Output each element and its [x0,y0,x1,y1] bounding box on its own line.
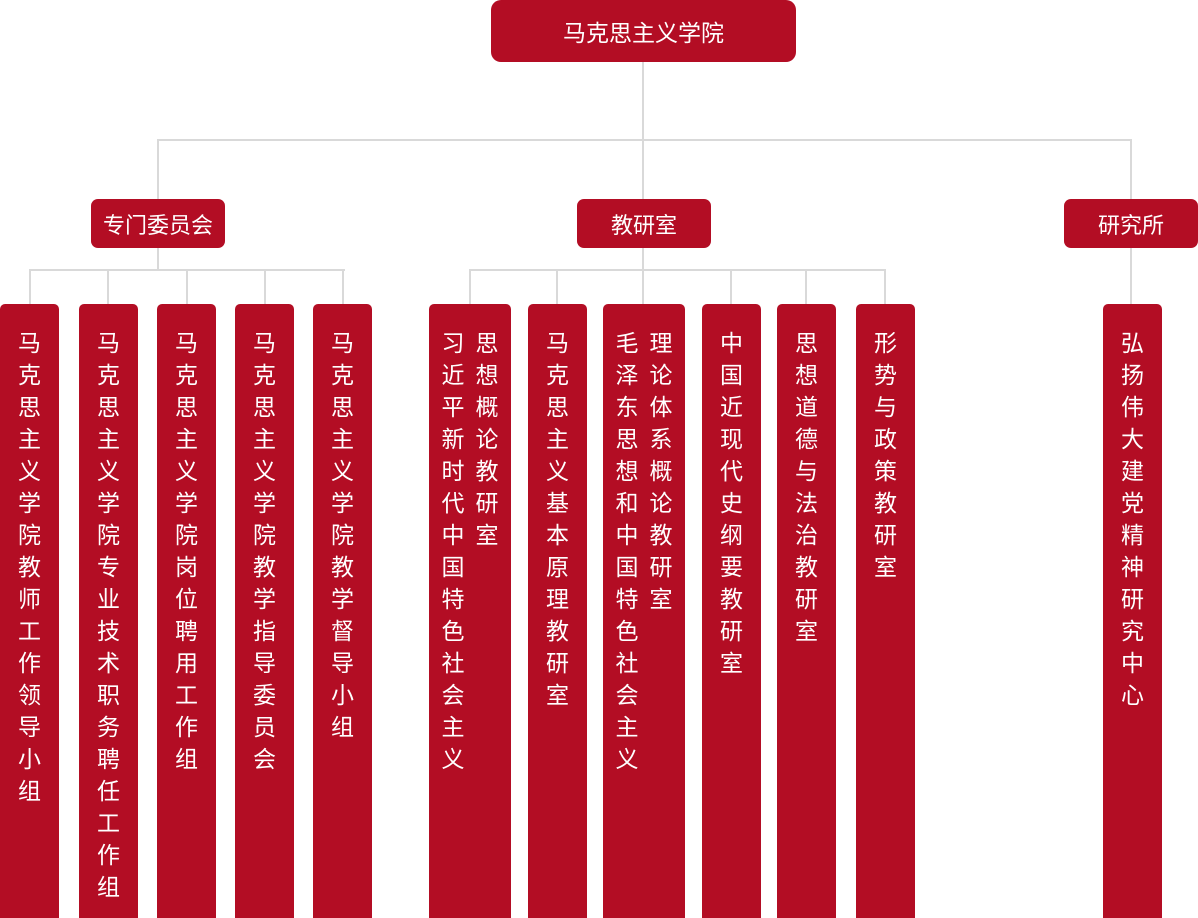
item-text-column: 马克思主义学院专业技术职务聘任工作组 [97,331,120,901]
connector-item-2-2 [556,269,558,304]
item-node: 马克思主义学院专业技术职务聘任工作组 [79,304,138,918]
group-node-institutes: 研究所 [1064,199,1198,248]
connector-level1-bar [157,139,1132,141]
root-label: 马克思主义学院 [563,21,724,47]
connector-item-2-3 [642,269,644,304]
item-text-column: 中国近现代史纲要教研室 [720,331,743,677]
item-text-column: 毛泽东思想和中国特色社会主义 [615,331,639,773]
group-node-committees: 专门委员会 [91,199,225,248]
connector-item-2-6 [884,269,886,304]
connector-group-2-down [642,248,644,270]
group-node-teaching-sections: 教研室 [577,199,711,248]
item-text-column: 思想道德与法治教研室 [795,331,818,645]
connector-item-2-1 [469,269,471,304]
item-node: 理论体系概论教研室 毛泽东思想和中国特色社会主义 [603,304,685,918]
item-text-column: 马克思主义学院教师工作领导小组 [18,331,41,805]
item-text-column: 马克思主义基本原理教研室 [546,331,569,709]
item-node: 弘扬伟大建党精神研究中心 [1103,304,1162,918]
item-text-column: 马克思主义学院教学督导小组 [331,331,354,741]
item-text-column: 理论体系概论教研室 [649,331,673,613]
connector-to-group-1 [157,139,159,199]
connector-group-3-down [1130,248,1132,304]
item-node: 思想概论教研室 习近平新时代中国特色社会主义 [429,304,511,918]
connector-group-2-bar [469,269,886,271]
item-text-column: 形势与政策教研室 [874,331,897,581]
connector-item-1-1 [29,269,31,304]
group-label: 研究所 [1097,213,1164,239]
connector-item-1-3 [186,269,188,304]
item-node: 马克思主义基本原理教研室 [528,304,587,918]
item-text-column: 马克思主义学院岗位聘用工作组 [175,331,198,773]
connector-group-1-down [157,248,159,270]
root-node: 马克思主义学院 [491,0,796,62]
item-node: 形势与政策教研室 [856,304,915,918]
item-text-column: 马克思主义学院教学指导委员会 [253,331,276,773]
connector-item-1-4 [264,269,266,304]
item-node: 马克思主义学院岗位聘用工作组 [157,304,216,918]
item-node: 马克思主义学院教师工作领导小组 [0,304,59,918]
group-label: 教研室 [610,213,677,239]
item-text-column: 弘扬伟大建党精神研究中心 [1121,331,1144,709]
connector-item-2-5 [805,269,807,304]
item-text-column: 思想概论教研室 [475,331,499,549]
connector-item-1-5 [342,269,344,304]
connector-item-1-2 [107,269,109,304]
item-node: 马克思主义学院教学督导小组 [313,304,372,918]
group-label: 专门委员会 [102,213,213,239]
connector-root-down [642,62,644,140]
item-node: 思想道德与法治教研室 [777,304,836,918]
item-text-column: 习近平新时代中国特色社会主义 [441,331,465,773]
connector-item-2-4 [730,269,732,304]
connector-to-group-3 [1130,139,1132,199]
connector-to-group-2 [642,139,644,199]
item-node: 中国近现代史纲要教研室 [702,304,761,918]
item-node: 马克思主义学院教学指导委员会 [235,304,294,918]
